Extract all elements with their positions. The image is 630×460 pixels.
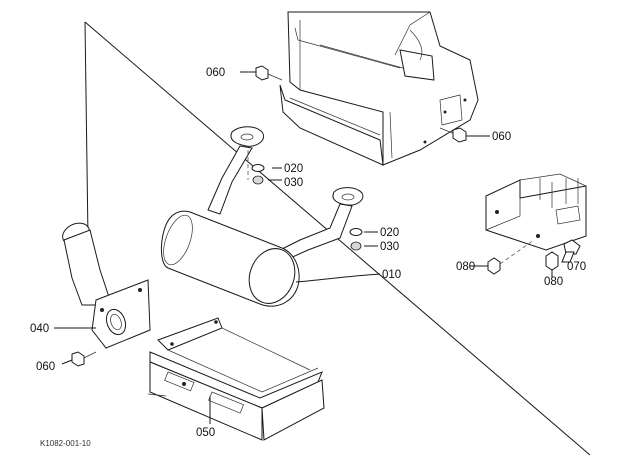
callout-060-left: 060	[36, 361, 55, 373]
callout-030-lower: 030	[380, 241, 399, 253]
muffler-upper-pipe	[207, 126, 264, 215]
callout-080-right: 080	[544, 276, 563, 288]
leader-lines	[54, 167, 553, 424]
callout-040: 040	[30, 323, 49, 335]
drawing-code: K1082-001-10	[40, 439, 91, 448]
bolt-070	[561, 239, 581, 263]
nut-080-left	[487, 239, 535, 275]
tail-pipe-040	[62, 222, 151, 349]
callout-080-left: 080	[456, 261, 475, 273]
mounting-bracket	[485, 173, 587, 251]
callout-030-upper: 030	[284, 177, 303, 189]
engine-housing	[279, 11, 479, 166]
bolt-060-left	[61, 351, 97, 367]
callout-020-lower: 020	[380, 227, 399, 239]
muffler-cover-050	[147, 317, 325, 441]
nuts-020-030-upper	[247, 150, 265, 185]
callout-070: 070	[567, 261, 586, 273]
bolt-060-right	[439, 127, 490, 143]
nuts-020-030-lower	[349, 228, 363, 251]
callout-060-right: 060	[492, 131, 511, 143]
nut-080-right	[545, 251, 559, 271]
callout-050: 050	[196, 427, 215, 439]
callout-060-top: 060	[206, 67, 225, 79]
reference-line-vertical	[84, 21, 89, 239]
callout-010: 010	[382, 269, 401, 281]
bolt-060-top	[240, 65, 283, 81]
muffler-body-010	[161, 210, 300, 307]
callout-020-upper: 020	[284, 163, 303, 175]
